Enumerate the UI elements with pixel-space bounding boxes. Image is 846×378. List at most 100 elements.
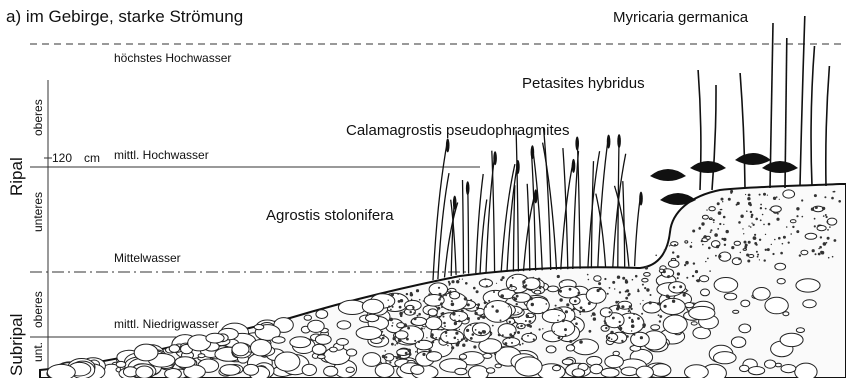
gravel-grain: [588, 279, 590, 281]
gravel-grain: [519, 344, 521, 346]
gravel-grain: [628, 317, 630, 319]
gravel-grain: [737, 202, 740, 205]
gravel-grain: [832, 256, 834, 258]
gravel-grain: [384, 350, 386, 352]
gravel-stone: [198, 354, 205, 358]
gravel-stone: [777, 279, 785, 284]
gravel-grain: [617, 326, 619, 328]
gravel-grain: [699, 227, 701, 229]
gravel-grain: [637, 317, 640, 320]
gravel-grain: [474, 312, 477, 315]
gravel-grain: [559, 298, 562, 301]
petasites-leaf: [762, 161, 798, 173]
grass-blade: [596, 194, 606, 268]
gravel-grain: [591, 315, 592, 316]
gravel-grain: [710, 231, 712, 233]
gravel-grain: [635, 275, 638, 278]
scale-unit: cm: [84, 152, 100, 164]
gravel-grain: [655, 255, 657, 257]
gravel-grain: [786, 226, 788, 228]
zone-subripal: Subripal: [8, 314, 25, 376]
gravel-grain: [684, 264, 686, 266]
gravel-stone: [783, 190, 795, 198]
gravel-grain: [686, 277, 688, 279]
gravel-stone: [780, 333, 803, 346]
gravel-grain: [693, 262, 695, 264]
gravel-stone: [796, 328, 804, 333]
gravel-stone: [251, 340, 272, 356]
gravel-stone: [395, 331, 408, 339]
gravel-grain: [578, 292, 581, 295]
gravel-grain: [748, 225, 749, 226]
grass-ear: [617, 134, 621, 148]
gravel-grain: [429, 352, 430, 353]
gravel-grain: [529, 320, 532, 323]
gravel-grain: [659, 315, 662, 318]
gravel-grain: [406, 338, 409, 341]
gravel-grain: [744, 246, 747, 249]
grass-blade: [438, 173, 449, 279]
gravel-grain: [381, 331, 383, 333]
gravel-grain: [610, 331, 614, 335]
gravel-grain: [589, 330, 592, 333]
gravel-stone: [651, 364, 671, 377]
gravel-grain: [465, 282, 468, 285]
gravel-stone: [275, 352, 300, 371]
gravel-grain: [765, 208, 767, 210]
grass-tufts: [433, 128, 643, 281]
gravel-grain: [622, 277, 625, 280]
gravel-grain: [715, 255, 717, 257]
gravel-grain: [496, 283, 497, 284]
subzone-oberes-ripal: oberes: [32, 99, 44, 136]
scale-value: 120: [52, 152, 72, 164]
gravel-stone: [689, 306, 715, 319]
gravel-grain: [613, 341, 615, 343]
gravel-grain: [565, 334, 567, 336]
gravel-grain: [646, 288, 649, 291]
gravel-grain: [748, 241, 751, 244]
gravel-grain: [802, 216, 804, 218]
gravel-grain: [831, 197, 834, 200]
gravel-grain: [767, 248, 770, 251]
gravel-grain: [579, 311, 581, 313]
gravel-stone: [459, 354, 466, 359]
gravel-grain: [773, 197, 776, 200]
shrub-stem: [811, 46, 814, 186]
gravel-grain: [829, 226, 831, 228]
gravel-grain: [614, 288, 615, 289]
gravel-stone: [644, 273, 651, 277]
gravel-grain: [467, 303, 470, 306]
gravel-stone: [375, 363, 394, 377]
gravel-grain: [530, 297, 533, 300]
gravel-grain: [459, 315, 460, 316]
gravel-grain: [723, 238, 726, 241]
gravel-grain: [449, 284, 450, 285]
gravel-stone: [546, 346, 556, 353]
gravel-stone: [775, 263, 786, 270]
gravel-grain: [708, 247, 711, 250]
gravel-grain: [394, 344, 396, 346]
gravel-stone: [175, 357, 195, 368]
grass-blade: [463, 180, 464, 274]
gravel-grain: [820, 236, 822, 238]
gravel-grain: [528, 313, 529, 314]
gravel-grain: [623, 331, 624, 332]
gravel-grain: [619, 325, 621, 327]
grass-ear: [607, 135, 611, 149]
gravel-grain: [745, 194, 746, 195]
gravel-grain: [811, 208, 814, 211]
gravel-stone: [468, 366, 488, 378]
gravel-grain: [757, 256, 759, 258]
gravel-grain: [399, 357, 401, 359]
gravel-grain: [645, 266, 648, 269]
gravel-grain: [442, 312, 445, 315]
gravel-grain: [526, 315, 529, 318]
gravel-grain: [389, 318, 393, 322]
gravel-grain: [539, 328, 541, 330]
gravel-stone: [206, 333, 224, 343]
gravel-stone: [509, 286, 517, 290]
gravel-grain: [459, 329, 460, 330]
gravel-grain: [677, 272, 680, 275]
gravel-grain: [750, 211, 752, 213]
gravel-grain: [726, 230, 729, 233]
